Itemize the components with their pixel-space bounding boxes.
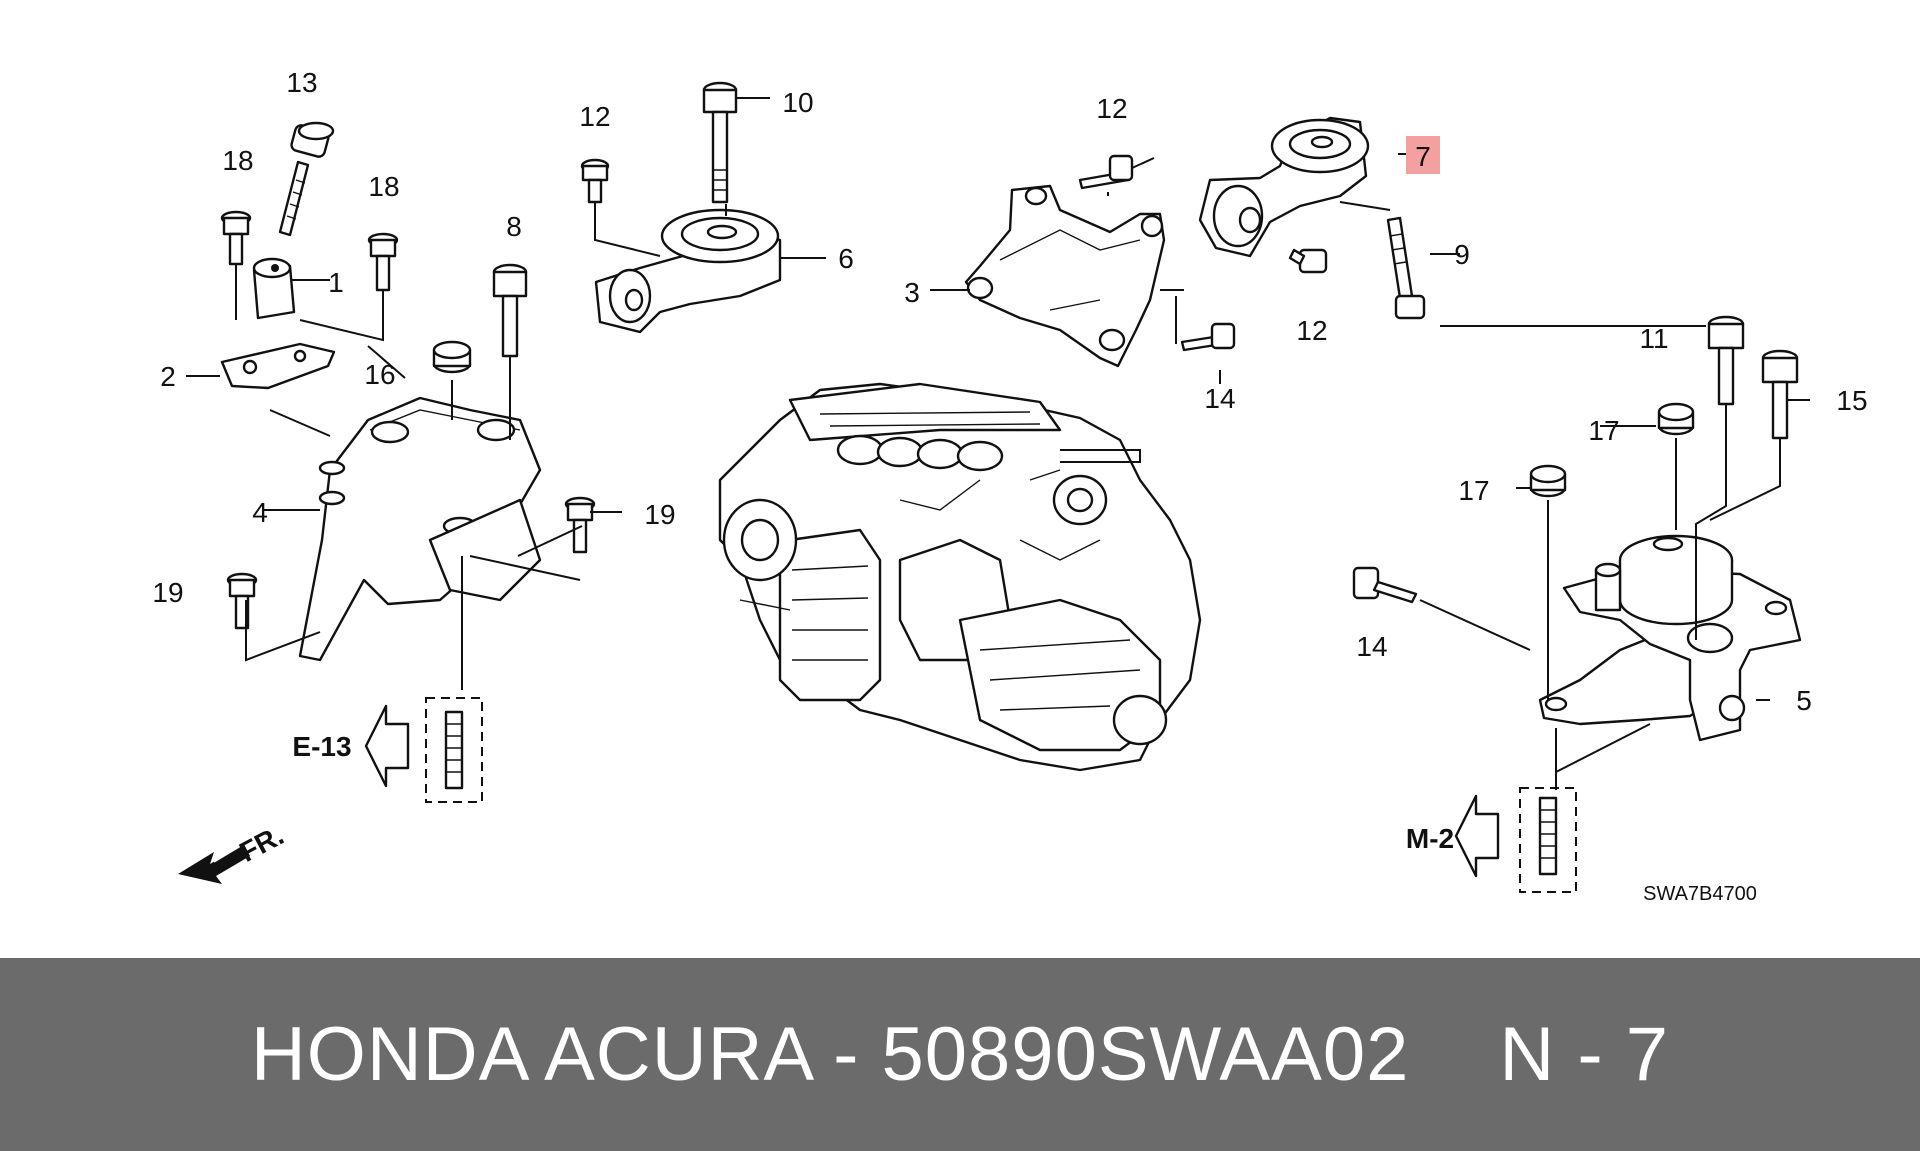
bolt-12-right[interactable] (1288, 248, 1328, 274)
callout-1: 1 (328, 267, 344, 298)
diagram-code: SWA7B4700 (1643, 883, 1757, 905)
mount-7[interactable] (1198, 116, 1370, 258)
callout-17-left: 17 (1458, 475, 1489, 506)
callout-19-right: 19 (644, 499, 675, 530)
bolt-15[interactable] (1761, 349, 1799, 440)
callout-9: 9 (1454, 239, 1470, 270)
callout-7-highlight (1406, 136, 1440, 174)
bolt-13[interactable] (278, 121, 335, 237)
callout-11: 11 (1639, 323, 1668, 354)
bolt-19-left[interactable] (226, 572, 258, 630)
callout-labels: 13 18 18 1 2 16 8 4 19 19 E-13 FR. 12 10… (152, 67, 1867, 905)
callout-3: 3 (904, 277, 920, 308)
stud-e13[interactable] (425, 697, 483, 803)
bracket-2[interactable] (220, 342, 336, 390)
reference-arrow-e13[interactable] (364, 704, 410, 788)
bolt-12-top[interactable] (580, 158, 610, 204)
footer-caption: HONDA ACURA - 50890SWAA02 N - 7 (0, 958, 1920, 1151)
footer-part-title: HONDA ACURA - 50890SWAA02 (250, 1012, 1410, 1097)
parts-diagram: 13 18 18 1 2 16 8 4 19 19 E-13 FR. 12 10… (152, 67, 1867, 905)
callout-15: 15 (1836, 385, 1867, 416)
callout-19-left: 19 (152, 577, 183, 608)
callout-10: 10 (782, 87, 813, 118)
callout-2: 2 (160, 361, 176, 392)
callout-4: 4 (252, 497, 268, 528)
mount-5[interactable] (1538, 534, 1802, 742)
callout-12-right: 12 (1296, 315, 1327, 346)
bolt-14-top[interactable] (1180, 322, 1236, 352)
bushing-1[interactable] (252, 257, 296, 320)
callout-17-top: 17 (1588, 415, 1619, 446)
callout-13: 13 (286, 67, 317, 98)
reference-e13: E-13 (292, 731, 351, 762)
front-label: FR. (234, 819, 288, 868)
callout-8: 8 (506, 211, 522, 242)
nut-16[interactable] (432, 340, 472, 374)
callout-14-right: 14 (1356, 631, 1387, 662)
callout-18-right: 18 (368, 171, 399, 202)
callout-5: 5 (1796, 685, 1812, 716)
callout-12-mid: 12 (1096, 93, 1127, 124)
stud-m2[interactable] (1519, 787, 1577, 893)
bolt-9[interactable] (1386, 216, 1426, 320)
nut-17-left[interactable] (1529, 464, 1567, 498)
callout-7: 7 (1415, 141, 1431, 172)
reference-arrow-m2[interactable] (1454, 794, 1500, 878)
callout-12-top: 12 (579, 101, 610, 132)
bolt-18-right[interactable] (367, 232, 399, 292)
nut-17-top[interactable] (1657, 402, 1695, 436)
mount-6[interactable] (594, 208, 782, 334)
bolt-12-mid[interactable] (1078, 154, 1134, 190)
bolt-8[interactable] (492, 263, 528, 358)
callout-18-left: 18 (222, 145, 253, 176)
bracket-4[interactable] (298, 396, 542, 662)
footer-position: N - 7 (1499, 1012, 1670, 1097)
callout-14-top: 14 (1204, 383, 1235, 414)
front-arrow-icon (178, 843, 250, 884)
callout-6: 6 (838, 243, 854, 274)
bolt-14-right[interactable] (1352, 566, 1418, 604)
engine-illustration (718, 382, 1202, 772)
bolt-10[interactable] (702, 81, 738, 204)
bolt-18-left[interactable] (220, 210, 252, 266)
bolt-11[interactable] (1707, 315, 1745, 406)
callout-16: 16 (364, 359, 395, 390)
bracket-3[interactable] (964, 184, 1166, 368)
footer-bar: HONDA ACURA - 50890SWAA02 N - 7 (0, 958, 1920, 1151)
bolt-19-right[interactable] (564, 496, 596, 554)
reference-m2: M-2 (1406, 823, 1454, 854)
